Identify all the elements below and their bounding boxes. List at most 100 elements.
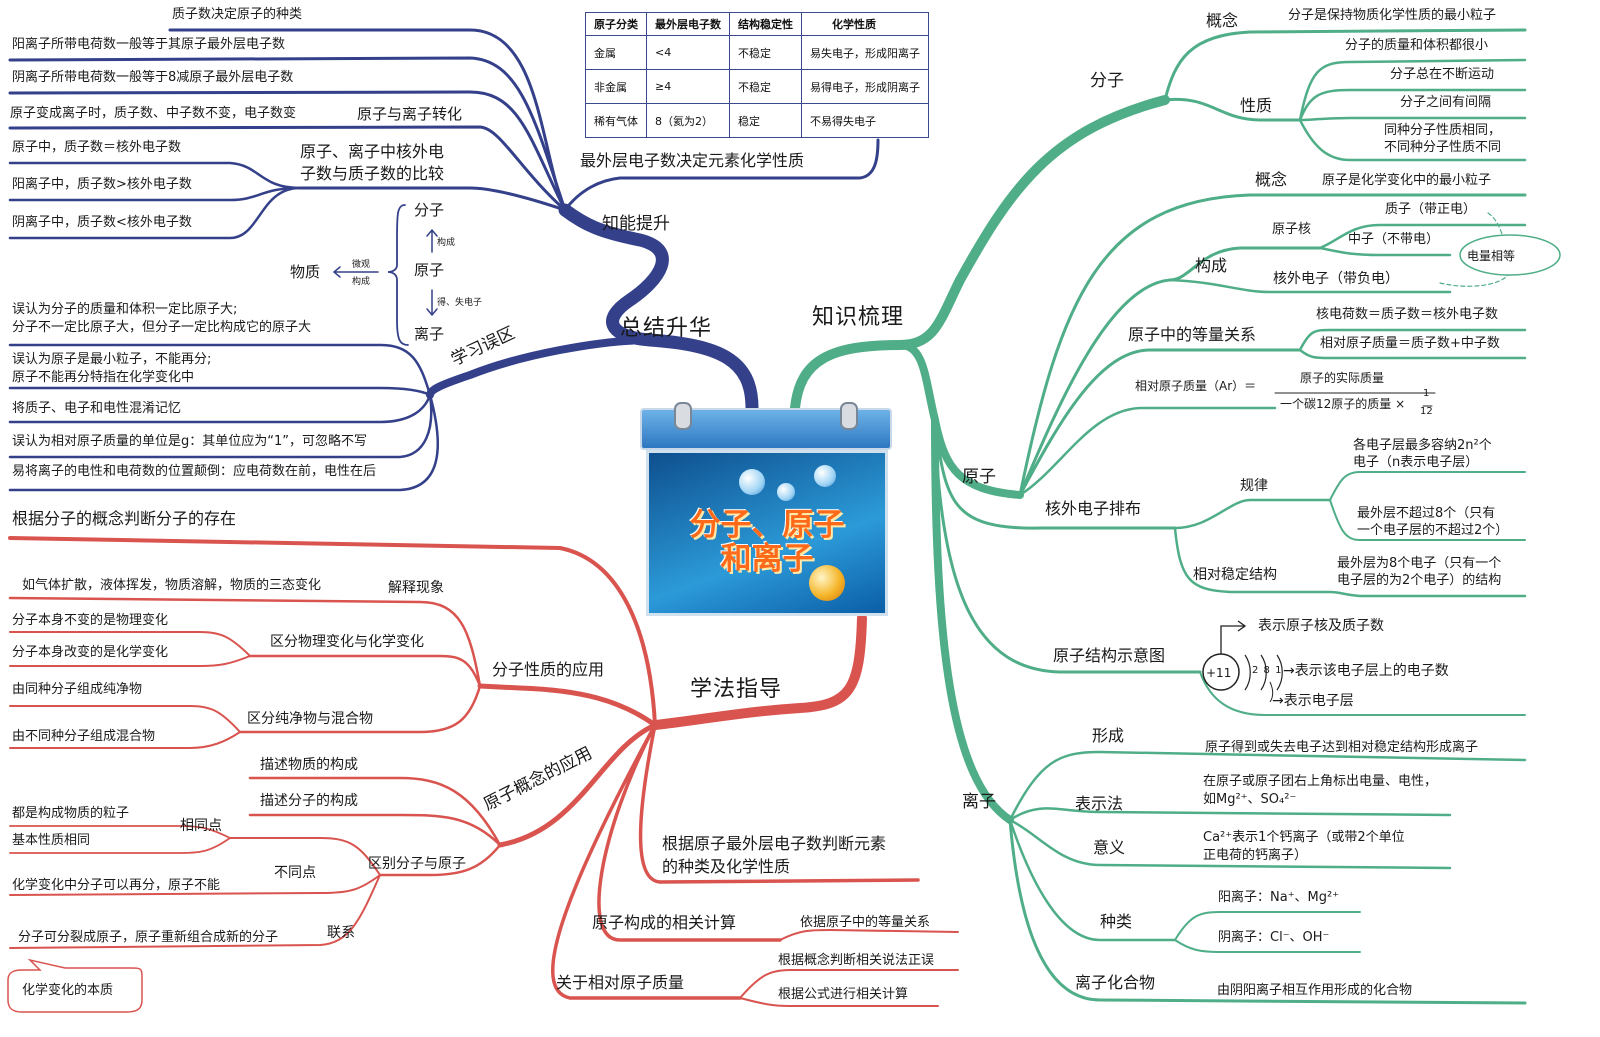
phys-chem-label: 区分物理变化与化学变化 — [270, 634, 424, 650]
arrangement-label: 核外电子排布 — [1045, 499, 1142, 518]
table-cell: 稳定 — [729, 103, 802, 138]
diff-label: 区别分子与原子 — [368, 856, 466, 872]
table-cell: 不易得失电子 — [801, 103, 929, 138]
mol-apply-label: 分子性质的应用 — [492, 660, 605, 679]
branch-knowledge-title: 知识梳理 — [812, 305, 905, 330]
structure-diagram-label: 原子结构示意图 — [1053, 646, 1166, 665]
molecule-ball-icon — [739, 469, 765, 495]
molecule-prop: 分子总在不断运动 — [1390, 67, 1495, 82]
phys-text: 分子本身不变的是物理变化 — [12, 613, 169, 628]
chem-text: 分子本身改变的是化学变化 — [12, 645, 169, 660]
stable-item: 电子层的为2个电子）的结构 — [1337, 573, 1502, 588]
matter-atom: 原子 — [414, 261, 445, 279]
compose-label: 构成 — [352, 277, 371, 287]
mix-text: 由不同种分子组成混合物 — [12, 729, 156, 744]
calc-label: 原子构成的相关计算 — [592, 913, 737, 932]
ion-repr-text: 在原子或原子团右上角标出电量、电性， — [1203, 774, 1438, 789]
table-cell: <4 — [646, 35, 730, 70]
compose2-label: 构成 — [437, 238, 456, 248]
table-cell: 易得电子，形成阴离子 — [801, 69, 929, 104]
summary-item: 阳离子所带电荷数一般等于其原子最外层电子数 — [12, 37, 286, 52]
ion-compound-text: 由阴阳离子相互作用形成的化合物 — [1217, 983, 1413, 998]
mistake-item: 易将离子的电性和电荷数的位置颠倒：应电荷数在前，电性在后 — [12, 464, 377, 479]
rule-item: 电子（n表示电子层） — [1353, 455, 1479, 470]
equal-charge-label: 电量相等 — [1467, 249, 1516, 263]
table-cell: 非金属 — [585, 69, 647, 104]
judge-molecule-label: 根据分子的概念判断分子的存在 — [12, 509, 237, 528]
calendar-ring-icon — [840, 402, 858, 430]
proton-label: 质子（带正电） — [1385, 202, 1477, 217]
table-cell: 稀有气体 — [585, 103, 647, 138]
ion-form-label: 形成 — [1092, 726, 1125, 745]
judge-element-label: 的种类及化学性质 — [662, 857, 791, 876]
molecule-ball-icon — [814, 465, 836, 487]
ion-meaning-label: 意义 — [1093, 838, 1126, 857]
rule-item: 各电子层最多容纳2n²个 — [1353, 438, 1492, 453]
compare-label-2: 子数与质子数的比较 — [300, 164, 445, 183]
relmass-text: 根据公式进行相关计算 — [778, 987, 909, 1002]
compare-label-1: 原子、离子中核外电 — [300, 142, 445, 161]
calc-text: 依据原子中的等量关系 — [800, 915, 931, 930]
electron-label: 核外电子（带负电） — [1273, 271, 1399, 287]
table-cell: 易失电子，形成阳离子 — [801, 35, 929, 70]
desc-matter-label: 描述物质的构成 — [260, 757, 358, 773]
mistake-item: 原子不能再分特指在化学变化中 — [12, 370, 195, 385]
rel-mass-numerator: 原子的实际质量 — [1300, 371, 1385, 385]
table-row: 金属 <4 不稳定 易失电子，形成阳离子 — [585, 35, 929, 70]
ion-kinds-label: 种类 — [1100, 912, 1133, 931]
center-title-line2: 和离子 — [720, 541, 814, 577]
diff-text: 化学变化中分子可以再分，原子不能 — [12, 878, 221, 893]
rule-item: 一个电子层的不超过2个） — [1357, 523, 1509, 538]
same-text: 基本性质相同 — [12, 833, 91, 848]
summary-item: 原子中，质子数＝核外电子数 — [12, 140, 182, 155]
ion-repr-text: 如Mg²⁺、SO₄²⁻ — [1203, 792, 1297, 807]
equal-relation-item: 核电荷数＝质子数＝核外电子数 — [1316, 307, 1499, 322]
nucleus-label: 原子核 — [1272, 222, 1312, 237]
ion-meaning-text: Ca²⁺表示1个钙离子（或带2个单位 — [1203, 830, 1405, 845]
summary-item: 阴离子中，质子数<核外电子数 — [12, 215, 192, 230]
mistake-item: 误认为原子是最小粒子，不能再分; — [12, 352, 212, 367]
judge-element-label: 根据原子最外层电子数判断元素 — [662, 834, 887, 853]
matter-ion: 离子 — [414, 325, 445, 343]
neutron-label: 中子（不带电） — [1348, 232, 1440, 247]
explain-label: 解释现象 — [388, 580, 444, 596]
table-row: 非金属 ≥4 不稳定 易得电子，形成阴离子 — [585, 69, 929, 104]
table-cell: ≥4 — [646, 69, 730, 104]
desc-mol-label: 描述分子的构成 — [260, 793, 358, 809]
table-header: 最外层电子数 — [646, 12, 730, 36]
summary-item: 阳离子中，质子数>核外电子数 — [12, 177, 192, 192]
explain-text: 如气体扩散，液体挥发，物质溶解，物质的三态变化 — [22, 578, 322, 593]
equal-relation-label: 原子中的等量关系 — [1128, 325, 1257, 344]
atom-structure-diagram — [1202, 620, 1283, 703]
diff-points-label: 不同点 — [274, 865, 316, 881]
branch-summary-title: 总结升华 — [620, 316, 713, 341]
zhineng-label: 知能提升 — [602, 214, 670, 234]
equal-relation-item: 相对原子质量＝质子数+中子数 — [1320, 336, 1500, 351]
molecule-concept-text: 分子是保持物质化学性质的最小粒子 — [1288, 8, 1497, 23]
diagram-note: →表示该电子层上的电子数 — [1283, 663, 1449, 679]
table-cell: 不稳定 — [729, 35, 802, 70]
convert-label: 原子与离子转化 — [357, 105, 463, 123]
summary-branches — [8, 28, 880, 492]
pure-text: 由同种分子组成纯净物 — [12, 682, 143, 697]
table-cell: 8（氦为2） — [646, 103, 730, 138]
molecule-title: 分子 — [1090, 71, 1124, 91]
diagram-shells: 2 8 1 — [1252, 665, 1283, 676]
stable-item: 最外层为8个电子（只有一个 — [1337, 556, 1502, 571]
rule-label: 规律 — [1240, 478, 1268, 494]
table-row: 稀有气体 8（氦为2） 稳定 不易得失电子 — [585, 103, 929, 138]
branch-method-title: 学法指导 — [690, 677, 783, 702]
table-header-row: 原子分类 最外层电子数 结构稳定性 化学性质 — [585, 12, 929, 36]
link-text: 分子可分裂成原子，原子重新组合成新的分子 — [18, 930, 279, 945]
ion-title: 离子 — [962, 792, 996, 812]
table-cell: 金属 — [585, 35, 647, 70]
ion-meaning-text: 正电荷的钙离子） — [1203, 848, 1308, 863]
calendar-body: 分子、原子 和离子 — [646, 450, 888, 616]
molecule-props-label: 性质 — [1240, 96, 1273, 115]
mistake-item: 将质子、电子和电性混淆记忆 — [12, 401, 182, 416]
rel-mass-denominator: 一个碳12原子的质量 × — [1280, 397, 1406, 411]
fraction-numerator: 1 — [1423, 388, 1430, 399]
molecule-ball-icon — [777, 483, 795, 501]
ion-compound-label: 离子化合物 — [1075, 973, 1156, 992]
relmass-text: 根据概念判断相关说法正误 — [778, 953, 935, 968]
